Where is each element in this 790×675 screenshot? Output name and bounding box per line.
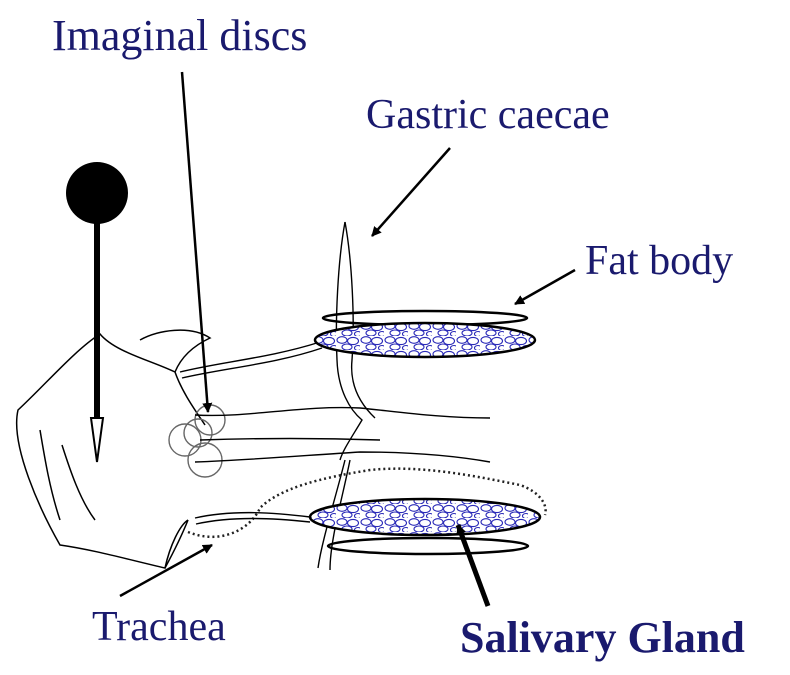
- fat-body-label: Fat body: [585, 240, 733, 282]
- fat-body-arrow: [515, 270, 575, 304]
- trachea-label: Trachea: [92, 606, 226, 648]
- larva-body-outline: [17, 330, 210, 568]
- gastric-caecae-arrow: [372, 148, 450, 236]
- trachea-arrow: [120, 545, 212, 596]
- gastric-caecae-label: Gastric caecae: [366, 94, 610, 136]
- imaginal-discs-label: Imaginal discs: [52, 14, 307, 58]
- salivary-gland-upper: [315, 323, 535, 357]
- dissection-pin-icon: [66, 162, 128, 462]
- gut: [180, 342, 490, 462]
- salivary-gland-lower: [195, 499, 540, 535]
- salivary-gland-label: Salivary Gland: [460, 616, 745, 660]
- fat-body-lower: [328, 538, 528, 554]
- salivary-gland-arrow: [458, 525, 488, 606]
- imaginal-discs-arrow: [182, 72, 208, 412]
